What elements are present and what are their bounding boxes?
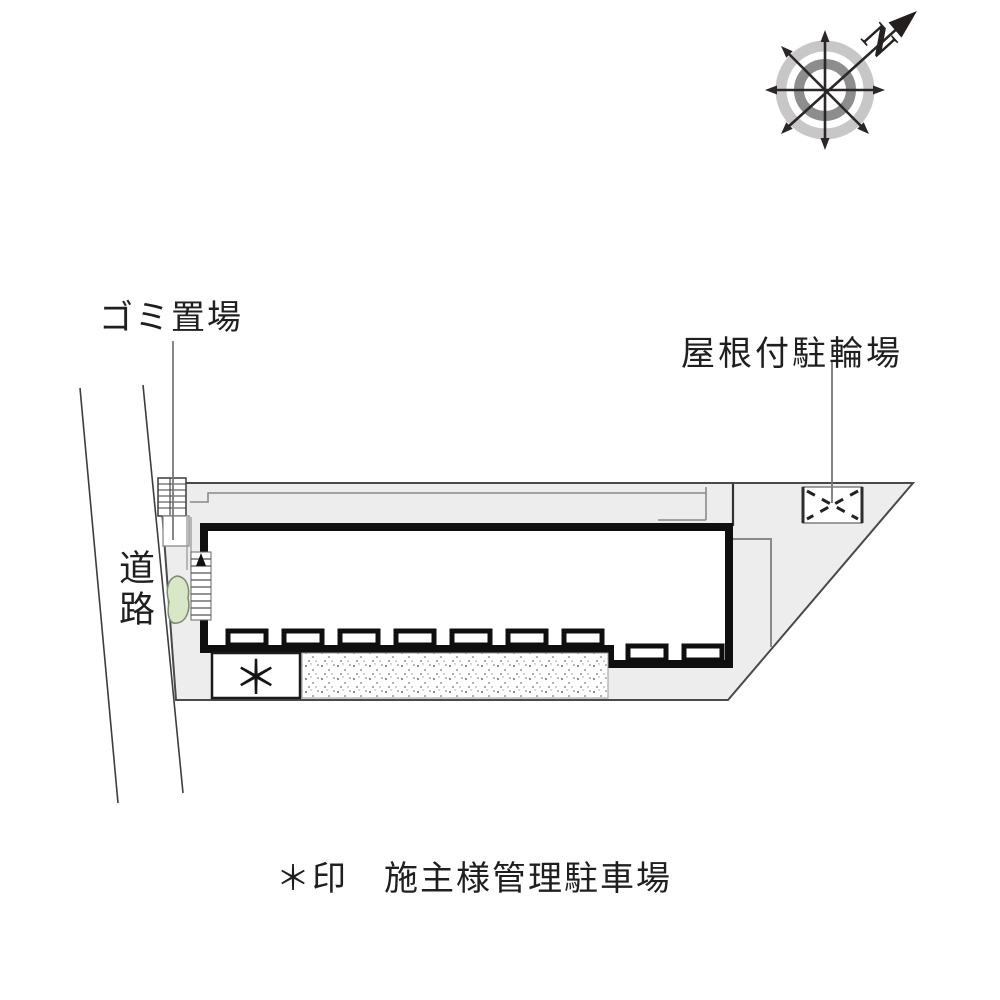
service-yard-line bbox=[733, 538, 772, 647]
bicycle-parking-label: 屋根付駐輪場 bbox=[681, 335, 903, 373]
garbage-area-label: ゴミ置場 bbox=[99, 299, 243, 337]
gravel-strip bbox=[301, 652, 609, 699]
walkway-line-top bbox=[190, 492, 706, 503]
road-edge-left-line bbox=[79, 387, 119, 804]
compass-arrowheads bbox=[765, 30, 885, 150]
shrub bbox=[166, 575, 190, 624]
north-arrowhead bbox=[888, 11, 917, 38]
building-outline bbox=[200, 523, 733, 668]
footnote-text: ＊印 施主様管理駐車場 bbox=[276, 860, 672, 898]
compass-rose-icon bbox=[765, 11, 917, 150]
building-wall-north bbox=[200, 523, 733, 531]
building-wall-east bbox=[725, 523, 733, 668]
road-edge-right-line bbox=[142, 384, 184, 794]
balcony-notches-lower bbox=[625, 643, 725, 663]
owner-parking-stall bbox=[210, 651, 302, 700]
owner-parking-mark: ＊ bbox=[233, 652, 279, 704]
garbage-area-structure bbox=[157, 477, 192, 570]
building-wall-south-lower bbox=[606, 660, 733, 668]
road-label: 道路 bbox=[114, 549, 155, 631]
stairs-direction-arrow bbox=[196, 553, 206, 566]
building-wall-step bbox=[606, 645, 614, 668]
entrance-stairs bbox=[190, 551, 212, 621]
compass-spokes bbox=[775, 25, 901, 140]
balcony-notches-upper bbox=[225, 628, 605, 648]
walkway-line-corner bbox=[658, 487, 707, 521]
building-wall-south bbox=[204, 645, 614, 653]
